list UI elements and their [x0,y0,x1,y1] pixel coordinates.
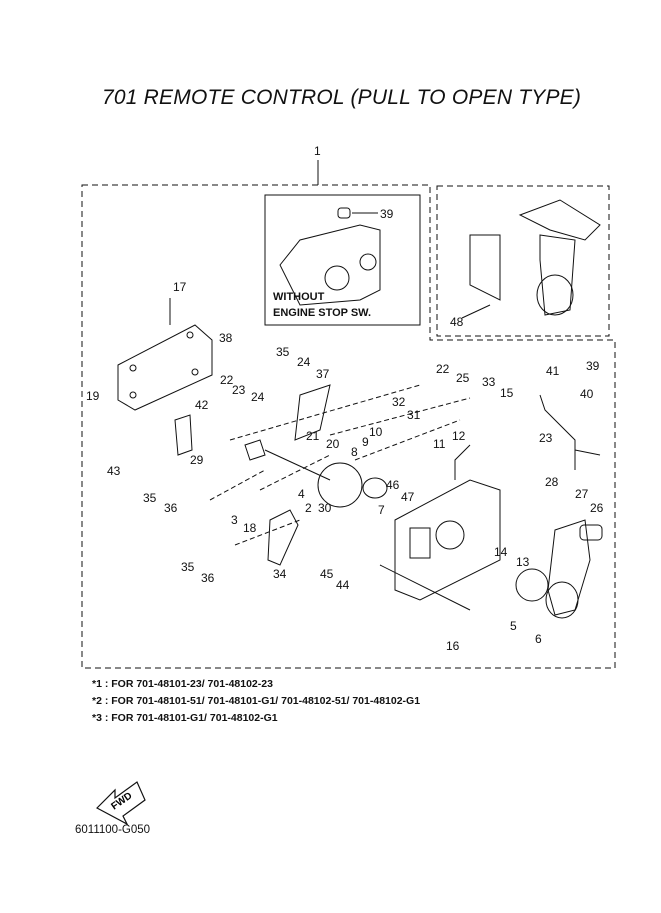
assembly-frame [81,184,616,669]
fwd-arrow-icon: FWD [96,781,146,826]
washer-7 [362,477,388,499]
part-39-cap [337,207,351,219]
callout-4: 4 [298,487,305,501]
callout-19: 19 [86,389,100,403]
callout-47: 47 [401,490,415,504]
callout-21: 21 [306,429,320,443]
inset-box-engine-stop [264,194,421,326]
callout-31: 31 [407,408,421,422]
callout-17: 17 [173,280,187,294]
callout-35a: 35 [276,345,290,359]
callout-24b: 24 [297,355,311,369]
callout-18: 18 [243,521,257,535]
callout-16: 16 [446,639,460,653]
callout-22b: 22 [220,373,234,387]
notes-block: *1 : FOR 701-48101-23/ 701-48102-23 *2 :… [92,676,420,727]
callout-37: 37 [316,367,330,381]
bracket-37 [294,384,331,441]
lever-48 [539,234,576,316]
callout-35b: 35 [143,491,157,505]
callout-1: 1 [314,144,321,158]
callout-32: 32 [392,395,406,409]
drawing-code: 6011100-G050 [75,824,151,836]
bracket-48 [469,234,501,301]
housing-hole [324,265,350,291]
callout-36b: 36 [201,571,215,585]
callout-8: 8 [351,445,358,459]
callout-2: 2 [305,501,312,515]
callout-15: 15 [500,386,514,400]
callout-14: 14 [494,545,508,559]
callout-33: 33 [482,375,496,389]
callout-27: 27 [575,487,589,501]
callout-36a: 36 [164,501,178,515]
callout-12: 12 [452,429,466,443]
callout-24a: 24 [251,390,265,404]
handle-6 [547,519,591,616]
callout-42: 42 [195,398,209,412]
callout-numbers: 1 2 3 4 5 6 7 8 9 10 11 12 13 14 15 16 1… [86,144,604,653]
callout-30: 30 [318,501,332,515]
page-title: 701 REMOTE CONTROL (PULL TO OPEN TYPE) [102,86,582,109]
callout-10: 10 [369,425,383,439]
callout-9: 9 [362,435,369,449]
callout-11: 11 [433,437,446,451]
inset-label-line1: WITHOUT [273,291,325,303]
callout-6: 6 [535,632,542,646]
callout-39a: 39 [380,207,394,221]
callout-28: 28 [545,475,559,489]
callout-23b: 23 [539,431,553,445]
callout-26: 26 [590,501,604,515]
callout-29: 29 [190,453,204,467]
note-1: *1 : FOR 701-48101-23/ 701-48102-23 [92,678,273,690]
lever-34 [267,509,299,566]
bolt-16 [379,564,471,611]
callout-13: 13 [516,555,530,569]
callout-40: 40 [580,387,594,401]
control-housing [394,479,501,601]
callout-20: 20 [326,437,340,451]
callout-22a: 22 [436,362,450,376]
callout-23a: 23 [232,383,246,397]
callout-35c: 35 [181,560,195,574]
inset-label-line2: ENGINE STOP SW. [273,307,371,319]
callout-7: 7 [378,503,385,517]
callout-46: 46 [386,478,400,492]
knob-26 [579,524,603,541]
callout-41: 41 [546,364,560,378]
note-2: *2 : FOR 701-48101-51/ 701-48101-G1/ 701… [92,695,421,707]
callout-34: 34 [273,567,287,581]
callout-5: 5 [510,619,517,633]
callout-45: 45 [320,567,334,581]
callout-44: 44 [336,578,350,592]
callout-25: 25 [456,371,470,385]
housing-sketch [279,224,381,306]
gear-30 [317,462,363,508]
callout-3: 3 [231,513,238,527]
note-3: *3 : FOR 701-48101-G1/ 701-48102-G1 [92,712,278,724]
callout-38: 38 [219,331,233,345]
washer-5 [515,568,549,602]
callout-48: 48 [450,315,464,329]
inset-box-48 [436,185,610,337]
cover-plate-19 [117,324,213,411]
callout-39b: 39 [586,359,600,373]
callout-43: 43 [107,464,121,478]
